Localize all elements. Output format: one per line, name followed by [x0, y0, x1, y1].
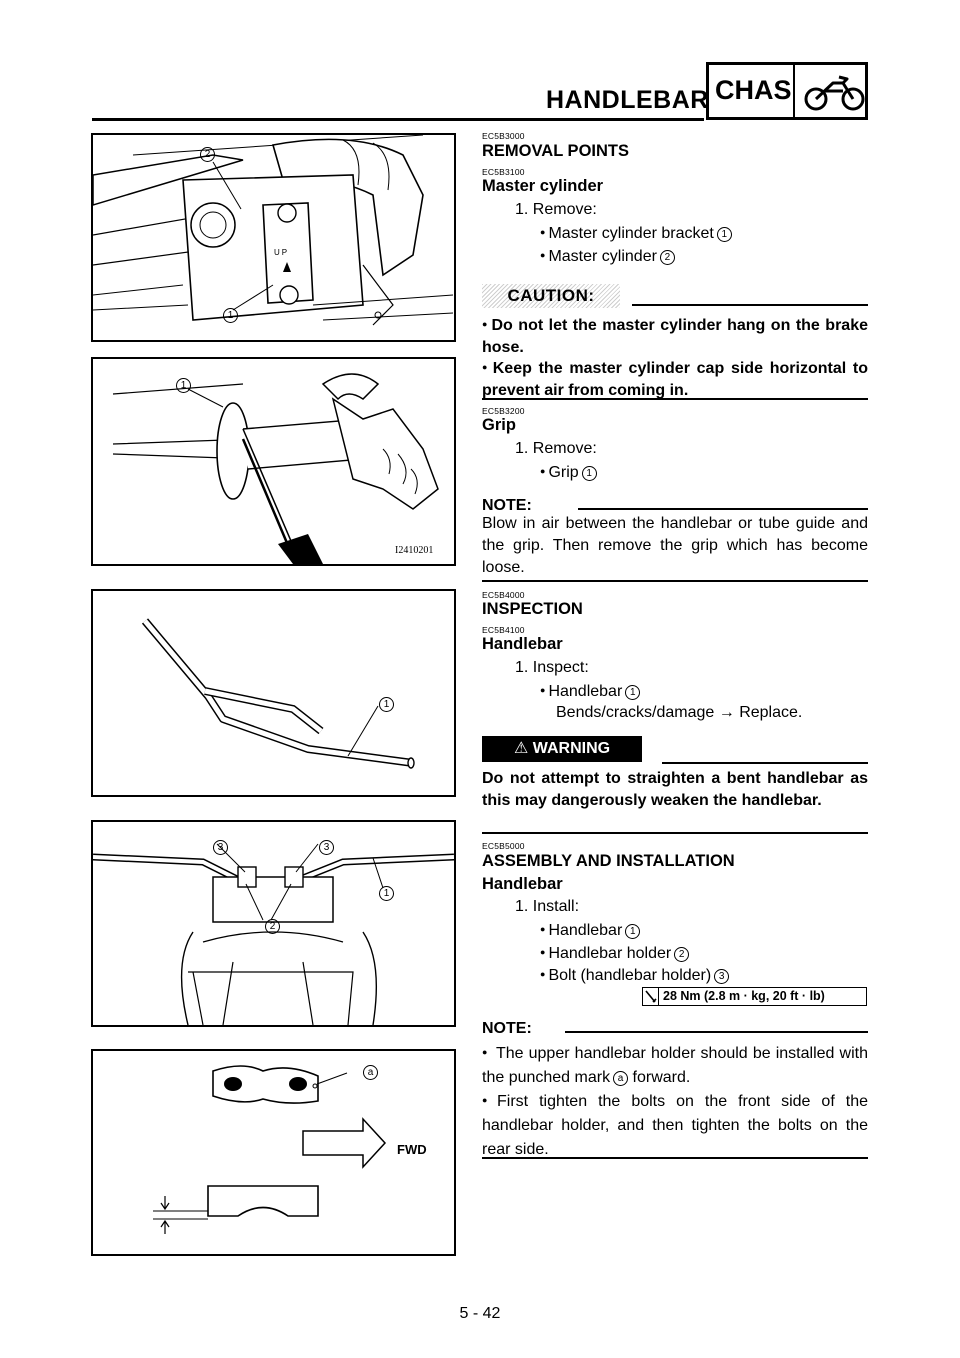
callout-1: 1 — [223, 308, 238, 323]
caution-item: Keep the master cylinder cap side horizo… — [482, 356, 868, 402]
step-text: 1. Remove: — [515, 201, 597, 218]
note-rule-top — [565, 1031, 868, 1033]
callout-1: 1 — [176, 378, 191, 393]
section-code: EC5B4000 — [482, 590, 525, 600]
inspection-result: Bends/cracks/damage → Replace. — [556, 704, 803, 721]
handlebar-illustration — [141, 618, 415, 769]
caution-badge: CAUTION: — [482, 284, 620, 308]
note-rule-bottom — [482, 1157, 868, 1159]
up-mark: UP — [274, 248, 290, 257]
grip-illustration — [112, 373, 439, 564]
note-item: The upper handlebar holder should be ins… — [482, 1040, 868, 1090]
callout-a: a — [363, 1065, 378, 1080]
figure-holder-orientation: a FWD — [91, 1049, 456, 1256]
callout-2: 2 — [265, 919, 280, 934]
note-label: NOTE: — [482, 497, 532, 514]
section-title: INSPECTION — [482, 600, 583, 618]
warning-text: Do not attempt to straighten a bent hand… — [482, 770, 868, 809]
page-title: HANDLEBAR — [546, 86, 709, 114]
callout-2: 2 — [200, 147, 215, 162]
step-text: 1. Remove: — [515, 440, 597, 457]
note-rule-bottom — [482, 580, 868, 582]
torque-spec: 28 Nm (2.8 m · kg, 20 ft · lb) — [642, 987, 867, 1006]
fwd-label: FWD — [397, 1142, 427, 1157]
figure-master-cylinder: 2 1 UP — [91, 133, 456, 342]
warning-rule-top — [662, 762, 868, 764]
section-divider — [793, 65, 795, 117]
warning-badge: ⚠ WARNING — [482, 736, 642, 762]
section-title: ASSEMBLY AND INSTALLATION — [482, 852, 735, 870]
section-code: EC5B5000 — [482, 841, 525, 851]
section-box: CHAS — [706, 62, 868, 120]
holder-orientation-illustration — [153, 1065, 387, 1234]
section-code: EC5B3000 — [482, 131, 525, 141]
note-text: Blow in air between the handlebar or tub… — [482, 515, 868, 576]
subsection-code: EC5B3200 — [482, 406, 525, 416]
warning-rule-bottom — [482, 832, 868, 834]
subsection-code: EC5B3100 — [482, 167, 525, 177]
caution-item: Do not let the master cylinder hang on t… — [482, 313, 868, 359]
wrench-icon — [645, 988, 659, 1005]
list-item: Bolt (handlebar holder)3 — [540, 963, 730, 987]
figure-handlebar-holder: 3 3 2 1 — [91, 820, 456, 1027]
callout-1: 1 — [379, 697, 394, 712]
subsection-title: Master cylinder — [482, 177, 604, 195]
caution-rule-top — [632, 304, 868, 306]
punch-mark-callout: a — [613, 1071, 629, 1086]
subsection-title: Handlebar — [482, 875, 563, 893]
note-rule-top — [578, 508, 868, 510]
note-label: NOTE: — [482, 1020, 532, 1037]
callout-3-right: 3 — [319, 840, 334, 855]
note-item: First tighten the bolts on the front sid… — [482, 1088, 868, 1162]
torque-value: 28 Nm (2.8 m · kg, 20 ft · lb) — [663, 989, 825, 1003]
step-text: 1. Inspect: — [515, 659, 589, 676]
master-cylinder-illustration — [93, 135, 454, 326]
section-label: CHAS — [715, 75, 792, 105]
subsection-code: EC5B4100 — [482, 625, 525, 635]
callout-1: 1 — [379, 886, 394, 901]
figure-handlebar: 1 — [91, 589, 456, 797]
caution-rule-bottom — [482, 398, 868, 400]
step-text: 1. Install: — [515, 898, 580, 915]
page-number: 5 - 42 — [459, 1305, 501, 1322]
subsection-title: Handlebar — [482, 635, 563, 653]
section-title: REMOVAL POINTS — [482, 142, 629, 160]
callout-3-left: 3 — [213, 840, 228, 855]
subsection-title: Grip — [482, 416, 516, 434]
warning-icon: ⚠ — [513, 740, 533, 757]
motorcycle-icon — [804, 75, 865, 111]
image-code: I2410201 — [395, 545, 434, 556]
header-rule — [92, 118, 704, 121]
figure-grip: 1 I2410201 — [91, 357, 456, 566]
handlebar-holder-illustration — [93, 843, 454, 1025]
